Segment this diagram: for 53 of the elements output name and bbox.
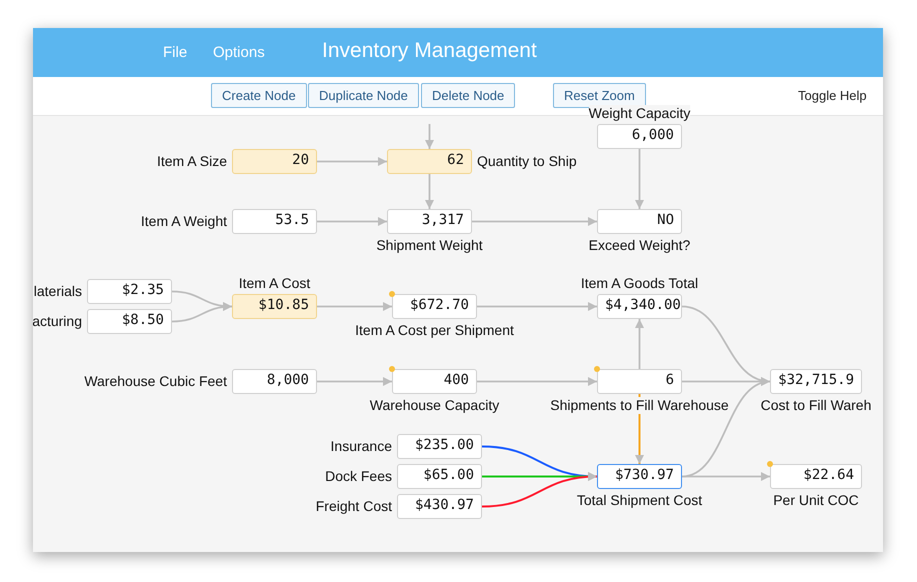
value-field: 6	[597, 369, 682, 394]
arrow	[682, 472, 770, 481]
value-field: $672.70	[392, 294, 477, 319]
value-field: 400	[392, 369, 477, 394]
node-label: Item A Weight	[140, 213, 227, 230]
toolbar-button: Reset Zoom	[553, 83, 646, 108]
value-field: 62	[387, 149, 472, 174]
node-label: Freight Cost	[316, 498, 392, 515]
help-link: Toggle Help	[798, 88, 867, 103]
value-field: 6,000	[597, 124, 682, 149]
value-field: 53.5	[232, 209, 317, 234]
arrow	[317, 157, 387, 166]
value-field: 20	[232, 149, 317, 174]
value-field: $235.00	[397, 434, 482, 459]
arrow	[477, 377, 597, 386]
menu-item: Options	[213, 44, 265, 61]
toolbar-button: Create Node	[211, 83, 307, 108]
value-field: $430.97	[397, 494, 482, 519]
app-title: Inventory Management	[322, 39, 537, 63]
node-label: Warehouse Capacity	[370, 397, 500, 414]
arrow	[425, 174, 434, 209]
node-label: Weight Capacity	[588, 105, 690, 122]
arrow	[172, 302, 232, 322]
menu-item: File	[163, 44, 188, 61]
value-field: $8.50	[87, 309, 172, 334]
value-field: $32,715.9	[770, 369, 862, 394]
node-label: Total Shipment Cost	[576, 492, 702, 509]
value-field: $730.97	[597, 464, 682, 489]
node-label: Quantity to Ship	[477, 153, 577, 170]
node-label: Exceed Weight?	[588, 237, 690, 254]
toolbar-button: Duplicate Node	[308, 83, 419, 108]
arrow	[482, 472, 598, 508]
value-field: $65.00	[397, 464, 482, 489]
value-field: $2.35	[87, 279, 172, 304]
arrow	[635, 319, 644, 369]
node-label: acturing	[33, 313, 82, 330]
arrow	[477, 302, 597, 311]
value-field: 3,317	[387, 209, 472, 234]
arrow	[317, 217, 387, 226]
arrow	[425, 124, 434, 149]
arrow	[472, 217, 597, 226]
value-field: NO	[597, 209, 682, 234]
arrow	[317, 377, 392, 386]
toolbar-button: Delete Node	[421, 83, 516, 108]
value-field: 8,000	[232, 369, 317, 394]
value-field: $4,340.00	[597, 294, 682, 319]
node-label: Shipment Weight	[376, 237, 483, 254]
value-field: $10.85	[232, 294, 317, 319]
node-label: Shipments to Fill Warehouse	[550, 397, 729, 414]
node-label: Item A Cost per Shipment	[355, 322, 514, 339]
arrow	[317, 302, 392, 311]
value-field: $22.64	[770, 464, 862, 489]
arrow	[635, 149, 644, 209]
